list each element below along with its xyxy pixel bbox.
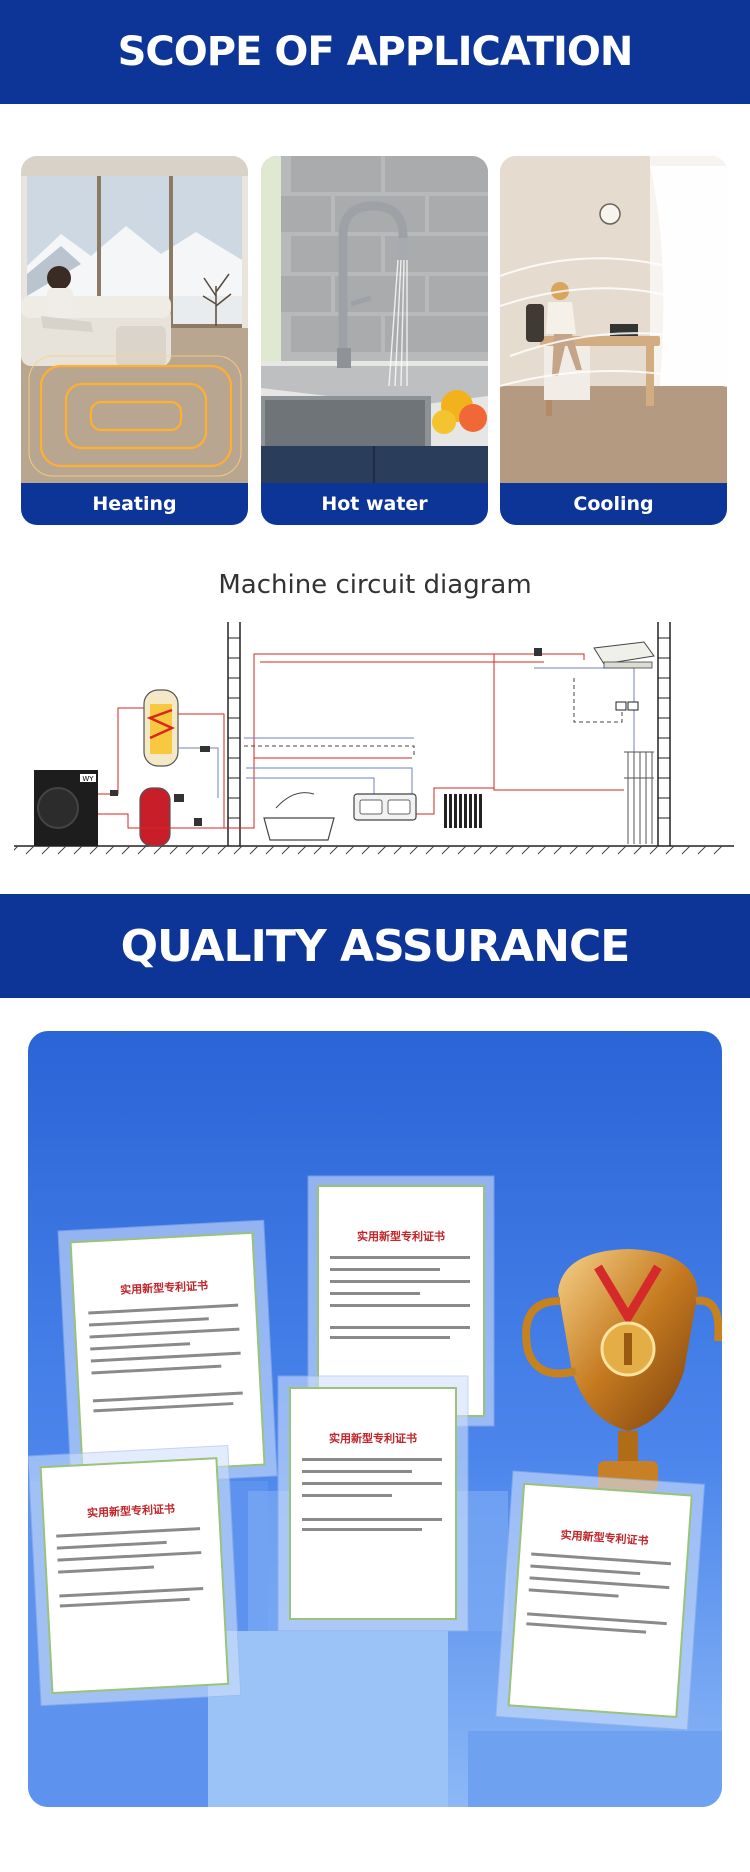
scope-banner-title: SCOPE OF APPLICATION [117, 29, 634, 75]
application-card-heating: Heating [21, 156, 248, 525]
certificate-4-heading: 实用新型专利证书 [329, 1431, 417, 1445]
heating-label-bar: Heating [21, 483, 248, 525]
certificate-2-heading: 实用新型专利证书 [357, 1229, 445, 1243]
scope-banner: SCOPE OF APPLICATION [0, 0, 750, 104]
circuit-diagram: WY [14, 622, 734, 855]
certificate-1-heading: 实用新型专利证书 [120, 1278, 209, 1297]
heating-photo [21, 156, 248, 483]
application-card-cooling: Cooling [500, 156, 727, 525]
application-card-hot-water: Hot water [261, 156, 488, 525]
unit-badge: WY [82, 775, 94, 783]
hot-water-label-bar: Hot water [261, 483, 488, 525]
hot-water-photo [261, 156, 488, 483]
cooling-label-bar: Cooling [500, 483, 727, 525]
quality-banner: QUALITY ASSURANCE [0, 894, 750, 998]
heating-label: Heating [92, 493, 177, 515]
certificate-3-heading: 实用新型专利证书 [87, 1501, 176, 1520]
certificate-5-heading: 实用新型专利证书 [560, 1527, 649, 1547]
quality-banner-title: QUALITY ASSURANCE [120, 920, 631, 972]
cooling-photo [500, 156, 727, 483]
hot-water-label: Hot water [321, 493, 428, 515]
quality-certificates-photo: 实用新型专利证书 实用新型专利证书 实用新型专利证书 [28, 1031, 722, 1807]
circuit-diagram-title: Machine circuit diagram [218, 570, 532, 600]
cooling-label: Cooling [573, 493, 654, 515]
